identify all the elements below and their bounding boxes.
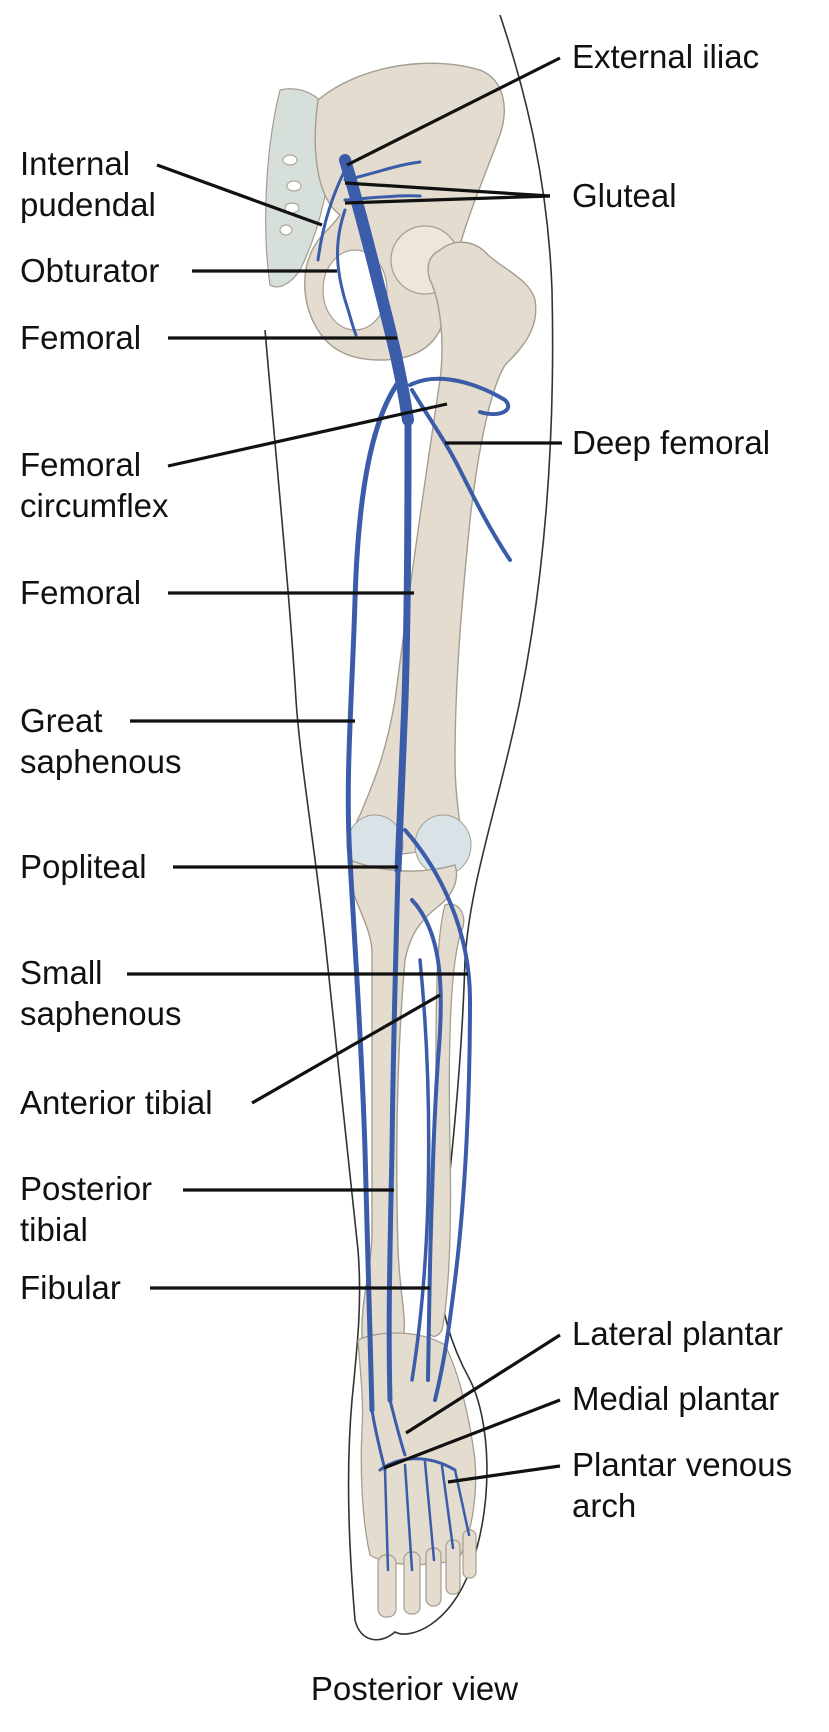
popliteal-vein — [386, 867, 401, 1403]
femoral-vein — [394, 416, 412, 874]
label-fibular: Fibular — [20, 1269, 121, 1306]
fibula — [427, 903, 465, 1337]
label-internal-pudendal: Internal pudendal — [20, 145, 156, 223]
digital-vein — [403, 1463, 414, 1572]
sacral-foramen — [286, 180, 302, 192]
femoral-circumflex-vein — [408, 376, 511, 417]
digital-vein — [383, 1468, 390, 1572]
leader-lateral-plantar — [405, 1333, 561, 1435]
internal-pudendal-vein — [316, 168, 347, 262]
anterior-tibial-vein — [410, 898, 443, 1382]
lateral-plantar-vein — [388, 1398, 407, 1457]
digital-vein — [423, 1460, 436, 1562]
obturator-vein — [336, 208, 358, 337]
small-saphenous-vein — [403, 828, 473, 1402]
label-lateral-plantar: Lateral plantar — [572, 1315, 783, 1352]
fibular-vein — [410, 958, 431, 1382]
label-femoral-upper: Femoral — [20, 319, 142, 356]
label-plantar-venous-arch: Plantar venous arch — [572, 1446, 793, 1524]
label-deep-femoral: Deep femoral — [572, 424, 771, 461]
label-femoral-circumflex: Femoral circumflex — [20, 446, 169, 524]
great-saphenous-vein — [345, 377, 403, 1413]
foot-tarsals — [357, 1332, 477, 1566]
label-medial-plantar: Medial plantar — [572, 1380, 780, 1417]
label-femoral-lower: Femoral — [20, 574, 142, 611]
sacral-foramen — [282, 154, 298, 166]
diagram-caption: Posterior view — [310, 1670, 519, 1707]
label-obturator: Obturator — [20, 252, 160, 289]
gluteal-vein — [343, 160, 422, 182]
gluteal-vein — [343, 194, 422, 202]
leader-medial-plantar — [383, 1398, 561, 1470]
leader-lines — [127, 56, 562, 1484]
label-popliteal: Popliteal — [20, 848, 147, 885]
sacral-foramen — [279, 224, 293, 236]
label-posterior-tibial: Posterior tibial — [20, 1170, 153, 1248]
leader-external-iliac — [346, 56, 561, 167]
knee-cartilage-right — [414, 814, 472, 876]
label-great-saphenous: Great saphenous — [20, 702, 182, 780]
toe-bones — [377, 1529, 477, 1618]
venous-network — [316, 154, 512, 1572]
leader-plantar-venous-arch — [447, 1464, 561, 1484]
leader-gluteal-top — [344, 181, 551, 198]
deep-femoral-vein — [410, 388, 512, 562]
label-anterior-tibial: Anterior tibial — [20, 1084, 213, 1121]
leader-gluteal-bottom — [344, 194, 551, 205]
label-small-saphenous: Small saphenous — [20, 954, 182, 1032]
label-external-iliac: External iliac — [572, 38, 760, 75]
leader-anterior-tibial — [251, 993, 441, 1105]
leader-femoral-circumflex — [167, 402, 448, 468]
leader-internal-pudendal — [156, 163, 323, 227]
medial-plantar-vein — [370, 1408, 387, 1472]
label-gluteal: Gluteal — [572, 177, 677, 214]
digital-vein — [440, 1464, 455, 1550]
